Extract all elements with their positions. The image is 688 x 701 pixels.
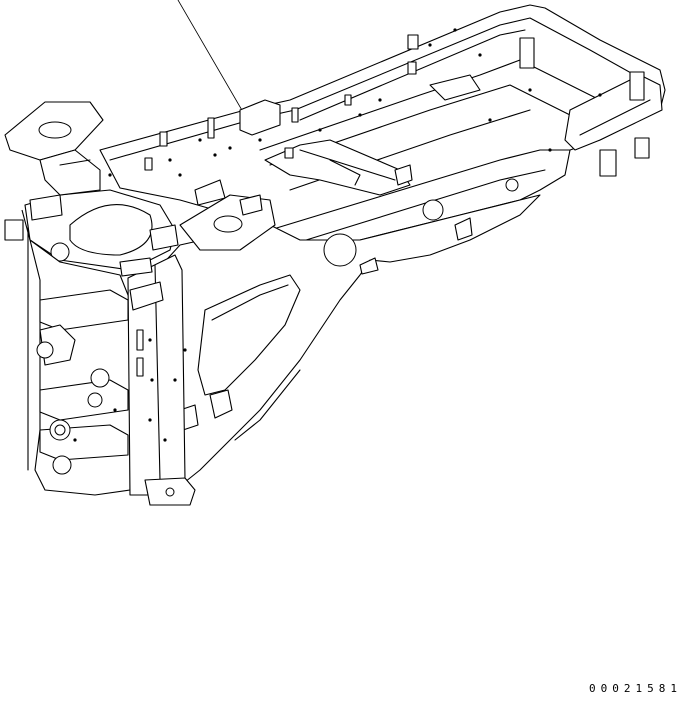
rail-brackets: [145, 35, 480, 185]
rear-frame-rails: [100, 5, 665, 260]
front-top-plate: [5, 102, 103, 195]
center-top-plate: [180, 180, 275, 250]
main-side-beam: [125, 195, 540, 495]
drawing-id-number: 00021581: [589, 682, 682, 695]
front-frame-box: [5, 190, 195, 505]
bolt-holes: [73, 28, 602, 442]
leader-line: [178, 0, 243, 112]
